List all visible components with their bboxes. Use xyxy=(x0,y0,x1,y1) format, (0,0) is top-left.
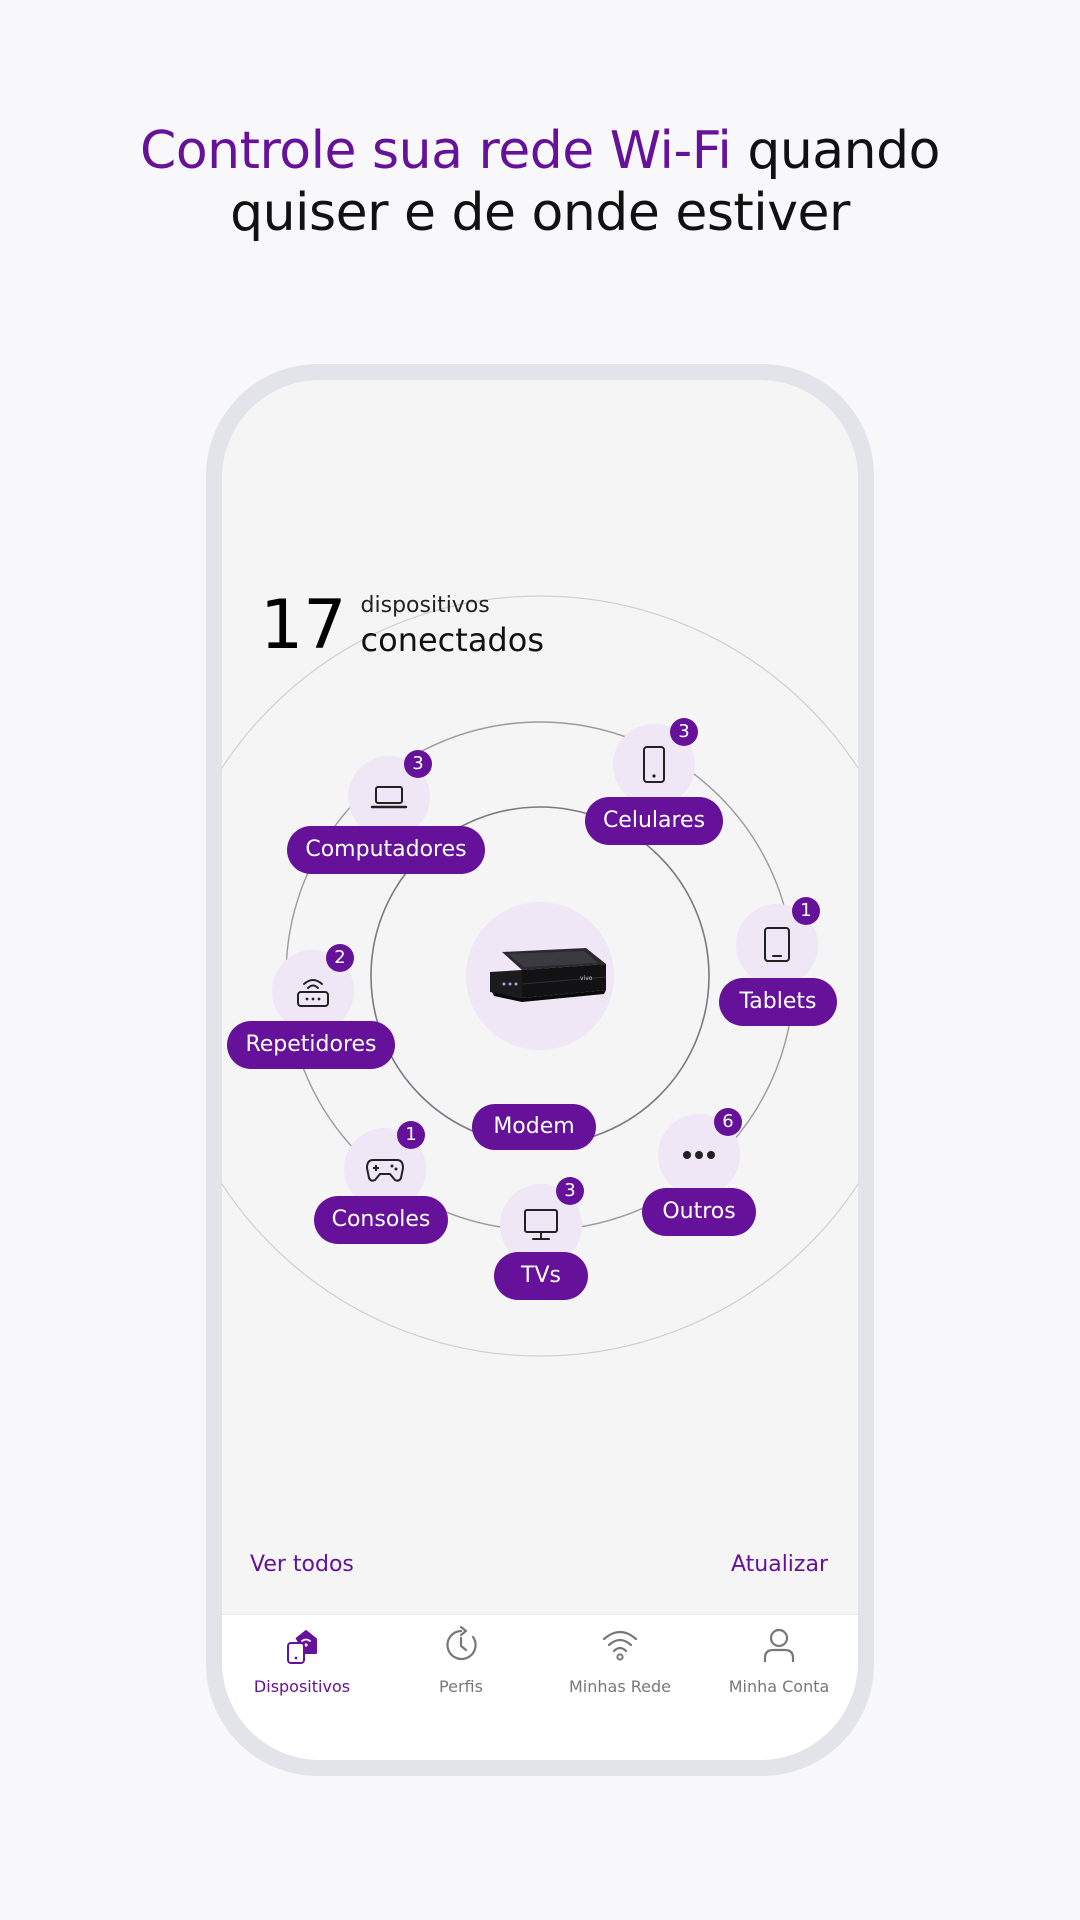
refresh-link[interactable]: Atualizar xyxy=(730,1552,828,1577)
nav-label-dispositivos: Dispositivos xyxy=(253,1677,351,1696)
smartphone-icon xyxy=(643,746,665,783)
computadores-badge: 3 xyxy=(404,750,432,778)
consoles-label[interactable]: Consoles xyxy=(314,1196,448,1244)
nav-item-dispositivos[interactable]: Dispositivos xyxy=(222,1623,382,1696)
modem-node[interactable]: vivo xyxy=(466,902,614,1050)
monitor-icon xyxy=(524,1209,558,1240)
laptop-icon xyxy=(370,786,408,809)
wifi-icon xyxy=(540,1623,700,1667)
nav-item-perfis[interactable]: Perfis xyxy=(381,1623,541,1696)
tablets-badge: 1 xyxy=(792,897,820,925)
consoles-badge: 1 xyxy=(397,1121,425,1149)
outros-label[interactable]: Outros xyxy=(642,1188,756,1236)
connected-summary: 17 dispositivos conectados xyxy=(260,586,544,666)
phone-frame: 17 dispositivos conectados vivo Modem xyxy=(206,364,874,1776)
nav-item-minha-conta[interactable]: Minha Conta xyxy=(699,1623,858,1696)
outer-ring xyxy=(222,595,858,1357)
repetidores-badge: 2 xyxy=(326,944,354,972)
router-icon xyxy=(297,979,329,1007)
celulares-label[interactable]: Celulares xyxy=(585,797,723,845)
connected-count: 17 xyxy=(260,586,347,665)
gamepad-icon xyxy=(366,1159,404,1182)
phone-screen: 17 dispositivos conectados vivo Modem xyxy=(222,380,858,1760)
headline-accent: Controle sua rede Wi-Fi xyxy=(140,121,732,181)
nav-item-minhas-rede[interactable]: Minhas Rede xyxy=(540,1623,700,1696)
nav-label-perfis: Perfis xyxy=(439,1677,483,1696)
connected-label: dispositivos conectados xyxy=(361,592,544,660)
more-dots-icon xyxy=(683,1151,715,1159)
connected-label-small: dispositivos xyxy=(360,593,490,618)
modem-device-icon: vivo xyxy=(490,948,607,1002)
bottom-nav: Dispositivos Perfis Minhas Rede Minha Co… xyxy=(222,1614,858,1760)
modem-label[interactable]: Modem xyxy=(472,1104,596,1150)
repetidores-label[interactable]: Repetidores xyxy=(227,1021,395,1069)
headline-line-2: quiser e de onde estiver xyxy=(230,183,850,243)
nav-label-minhas-rede: Minhas Rede xyxy=(569,1677,671,1696)
headline-line-1: Controle sua rede Wi-Fi quando xyxy=(0,120,1080,182)
home-devices-icon xyxy=(222,1623,382,1667)
svg-text:vivo: vivo xyxy=(580,975,593,982)
computadores-label[interactable]: Computadores xyxy=(287,826,485,874)
tvs-label[interactable]: TVs xyxy=(494,1252,588,1300)
headline-rest: quando xyxy=(731,121,940,181)
user-icon xyxy=(699,1623,858,1667)
tablet-icon xyxy=(764,927,790,962)
outros-badge: 6 xyxy=(714,1108,742,1136)
headline: Controle sua rede Wi-Fi quando quiser e … xyxy=(0,120,1080,244)
history-clock-icon xyxy=(381,1623,541,1667)
connected-label-large: conectados xyxy=(360,621,544,659)
nav-label-minha-conta: Minha Conta xyxy=(728,1677,830,1696)
celulares-badge: 3 xyxy=(670,718,698,746)
tvs-badge: 3 xyxy=(556,1177,584,1205)
view-all-link[interactable]: Ver todos xyxy=(250,1552,354,1577)
tablets-label[interactable]: Tablets xyxy=(719,978,837,1026)
